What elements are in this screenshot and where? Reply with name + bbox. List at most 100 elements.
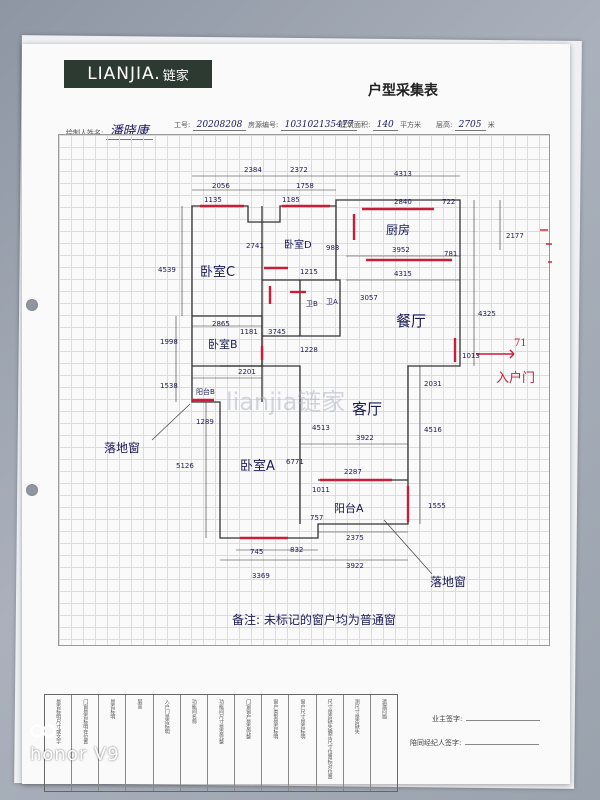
bath-b-label: 卫B [306, 300, 318, 308]
dim: 1013 [462, 352, 480, 360]
dim: 2865 [212, 320, 230, 328]
punch-hole [26, 299, 38, 311]
owner-signature: 业主签字: [432, 714, 541, 724]
checklist-header: 测尺寸是否缺失 [353, 699, 360, 734]
checklist-table: 是否标明尺寸或文字 门窗是否标明在位置 是否标明 层高 入户门是否标明 功能间名称 功能间尺… [44, 694, 398, 792]
dim: 2031 [424, 380, 442, 388]
dim: 3952 [392, 246, 410, 254]
dim: 1555 [428, 502, 446, 510]
room-labels: 卧室C 卧室D 卧室B 卧室A 厨房 餐厅 客厅 阳台A 阳台B 卫A 卫B [196, 222, 426, 515]
watermark: lianjia链家 [226, 388, 345, 416]
floor-plan-form: LIANJIA. 链家 户型采集表 绘制人姓名: 潘晓康 工号: 2020820… [22, 44, 570, 792]
dim: 4539 [158, 266, 176, 274]
area-value: 140 [372, 120, 398, 131]
dimension-values: 2384 2372 4313 2056 1758 1135 1185 2840 … [158, 166, 524, 580]
dim: 4315 [394, 270, 412, 278]
kitchen-label: 厨房 [386, 222, 410, 237]
red-annotations: 入户门 71 [496, 338, 535, 386]
dim: 3057 [360, 294, 378, 302]
checklist-header: 门窗窗户是否完整 [245, 699, 252, 739]
floor-height: 2705 [454, 120, 486, 131]
job-id: 20208208 [192, 120, 247, 131]
checklist-header: 功能间尺寸是否完整 [218, 699, 225, 744]
window-markings [192, 204, 457, 540]
dim: 757 [310, 514, 323, 522]
dim: 2384 [244, 166, 262, 174]
dim: 2375 [346, 534, 364, 542]
window-labels: 落地窗 落地窗 [104, 441, 466, 589]
checklist-header: 入户门是否标明 [163, 699, 170, 734]
dim: 745 [250, 548, 263, 556]
dim: 1758 [296, 182, 314, 190]
dim: 1185 [282, 196, 300, 204]
area-field: 建筑面积: 140 平方米 [340, 120, 422, 131]
entrance-label: 入户门 [496, 370, 535, 386]
dim: 3745 [268, 328, 286, 336]
checklist-header: 门窗是否标明在位置 [82, 699, 89, 744]
living-label: 客厅 [352, 400, 382, 418]
dimension-lines [175, 175, 501, 561]
bedroom-c-label: 卧室C [200, 264, 235, 280]
checklist-column: 窗户尺寸是否标明 [289, 695, 317, 791]
checklist-column: 功能间尺寸是否完整 [208, 695, 236, 791]
checklist-column: 尺寸是否缺失确定尺寸位置标对位置 [317, 695, 344, 791]
floor-window-right: 落地窗 [430, 575, 466, 589]
logo-cn: 链家 [162, 68, 189, 84]
camera-logo-icon [30, 724, 56, 738]
property-id-field: 房源编号: 103102135477 [248, 120, 358, 131]
dim: 1289 [196, 418, 214, 426]
checklist-header: 功能间名称 [190, 699, 197, 724]
job-id-field: 工号: 20208208 [174, 120, 247, 131]
checklist-column: 测尺寸是否缺失 [344, 695, 371, 791]
dim: 1538 [160, 382, 178, 390]
dim: 4513 [312, 424, 330, 432]
logo-text: LIANJIA. [87, 64, 161, 84]
checklist-header: 是否标明尺寸或文字 [55, 699, 62, 744]
dim: 4313 [394, 170, 412, 178]
dim: 2287 [344, 468, 362, 476]
dim: 1998 [160, 338, 178, 346]
dim: 3922 [356, 434, 374, 442]
checklist-column: 是否标明尺寸或文字 [45, 695, 73, 791]
dim: 1181 [240, 328, 258, 336]
agent-signature: 陪同经纪人签字: [410, 738, 540, 748]
dim: 2372 [290, 166, 308, 174]
lianjia-logo: LIANJIA. 链家 [64, 60, 212, 88]
dim: 3369 [252, 572, 270, 580]
bath-a-label: 卫A [326, 298, 338, 306]
bedroom-a-label: 卧室A [240, 458, 275, 474]
bedroom-b-label: 卧室B [208, 337, 238, 351]
dim: 832 [290, 546, 303, 554]
checklist-column: 门窗窗户是否完整 [235, 695, 263, 791]
checklist-column: 门窗是否标明在位置 [72, 695, 100, 791]
checklist-column: 遗漏问题 [371, 695, 397, 791]
dim: 2840 [394, 198, 412, 206]
punch-hole [26, 484, 38, 496]
checklist-column: 入户门是否标明 [154, 695, 181, 791]
property-id: 103102135477 [280, 120, 358, 131]
dim: 2201 [238, 368, 256, 376]
bedroom-d-label: 卧室D [284, 238, 312, 251]
checklist-column: 窗户类型是否标明 [262, 695, 290, 791]
remark-note: 备注: 未标记的窗户均为普通窗 [232, 612, 396, 627]
checklist-header: 尺寸是否缺失确定尺寸位置标对位置 [326, 699, 333, 779]
dim: 2056 [212, 182, 230, 190]
floor-window-left: 落地窗 [104, 441, 140, 455]
checklist-header: 窗户类型是否标明 [272, 699, 279, 739]
dim: 1215 [300, 268, 318, 276]
checklist-column: 层高 [126, 695, 154, 791]
dim: 1228 [300, 346, 318, 354]
checklist-header: 窗户尺寸是否标明 [299, 699, 306, 739]
camera-watermark: honor V9 [30, 744, 120, 765]
checklist-column: 是否标明 [99, 695, 127, 791]
dim: 6771 [286, 458, 304, 466]
checklist-header: 遗漏问题 [380, 699, 387, 719]
checklist-header: 是否标明 [109, 699, 116, 719]
dim: 722 [442, 198, 455, 206]
dim: 4516 [424, 426, 442, 434]
dim: 781 [444, 250, 457, 258]
dim: 2741 [246, 242, 264, 250]
balcony-b-label: 阳台B [196, 387, 215, 396]
dim: 1011 [312, 486, 330, 494]
